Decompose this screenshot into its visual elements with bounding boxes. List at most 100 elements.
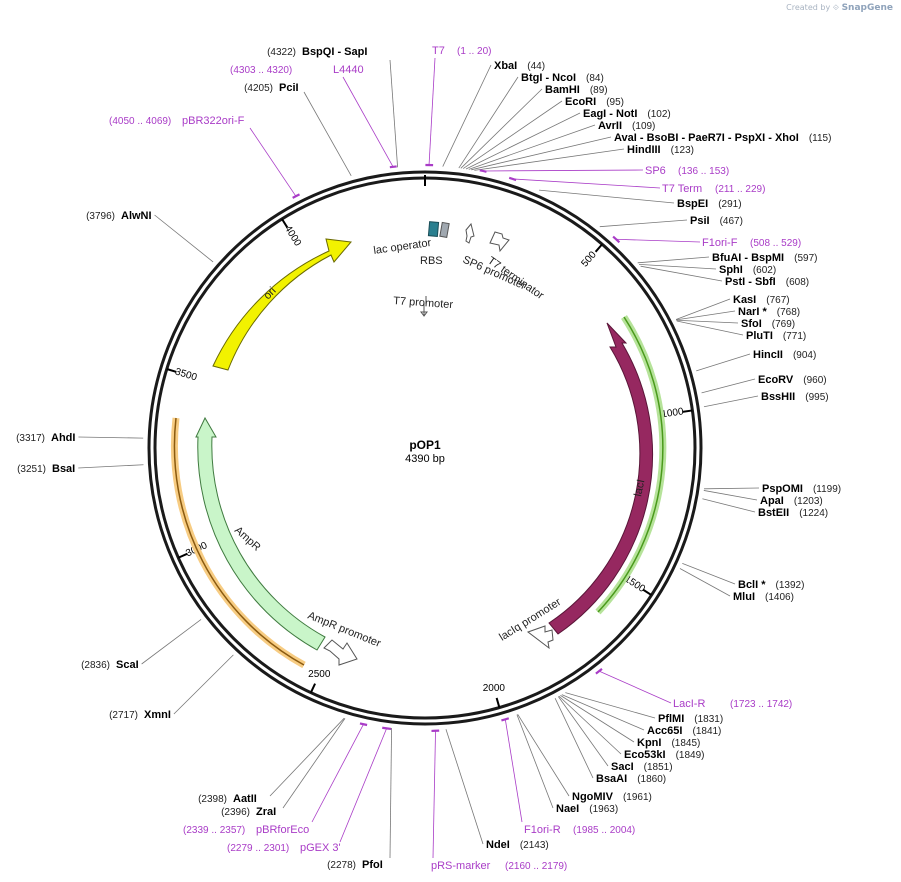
- site-position: (95): [606, 97, 624, 108]
- site-position: (771): [783, 331, 806, 342]
- site-label-ecori[interactable]: EcoRI: [565, 96, 596, 108]
- site-label-pflmi[interactable]: PflMI: [658, 713, 684, 725]
- site-label-btgi[interactable]: BtgI - NcoI: [521, 72, 576, 84]
- site-label-ndei[interactable]: NdeI: [486, 839, 510, 851]
- primer-bind-mark: [479, 169, 487, 173]
- site-label-pluti[interactable]: PluTI: [746, 330, 773, 342]
- site-label-eco53ki[interactable]: Eco53kI: [624, 749, 666, 761]
- site-label-bcli[interactable]: BclI *: [738, 579, 766, 591]
- site-leader: [682, 563, 736, 585]
- primer-label[interactable]: pRS-marker: [431, 860, 491, 872]
- ampr-arrow: [195, 416, 326, 651]
- site-label-bspqi[interactable]: BspQI - SapI: [302, 46, 367, 58]
- site-leader: [676, 320, 744, 336]
- primer-bind-mark: [612, 235, 621, 244]
- site-leader: [638, 263, 717, 270]
- site-label-pspomi[interactable]: PspOMI: [762, 483, 803, 495]
- primer-label[interactable]: pBRforEco: [256, 824, 309, 836]
- primer-label[interactable]: F1ori-F: [702, 237, 738, 249]
- site-position: (44): [527, 61, 545, 72]
- site-label-bspei[interactable]: BspEI: [677, 198, 708, 210]
- site-label-bfuai[interactable]: BfuAI - BspMI: [712, 252, 784, 264]
- primer-leader: [482, 169, 644, 172]
- site-label-pcii[interactable]: PciI: [279, 82, 299, 94]
- site-label-zrai[interactable]: ZraI: [256, 806, 276, 818]
- site-position: (1224): [799, 508, 828, 519]
- primer-leader: [512, 178, 661, 189]
- site-leader: [471, 136, 612, 171]
- site-position: (1849): [676, 750, 705, 761]
- site-label-bsteii[interactable]: BstEII: [758, 507, 789, 519]
- site-leader: [468, 124, 596, 170]
- site-label-alwni[interactable]: AlwNI: [121, 210, 152, 222]
- site-label-mlui[interactable]: MluI: [733, 591, 755, 603]
- primer-label[interactable]: T7 Term: [662, 183, 702, 195]
- site-leader: [701, 378, 756, 394]
- site-leader: [389, 728, 392, 859]
- site-label-bamhi[interactable]: BamHI: [545, 84, 580, 96]
- lac-operator-label: lac operator: [373, 237, 433, 257]
- site-position: (4205): [244, 83, 273, 94]
- site-leader: [173, 654, 234, 715]
- site-label-naei[interactable]: NaeI: [556, 803, 579, 815]
- site-label-kasi[interactable]: KasI: [733, 294, 756, 306]
- site-label-eagi[interactable]: EagI - NotI: [583, 108, 637, 120]
- site-label-avrii[interactable]: AvrII: [598, 120, 622, 132]
- tick-label: 3500: [174, 366, 199, 383]
- site-label-avai[interactable]: AvaI - BsoBI - PaeR7I - PspXI - XhoI: [614, 132, 799, 144]
- site-label-hindiii[interactable]: HindIII: [627, 144, 661, 156]
- primer-range: (2279 .. 2301): [227, 843, 289, 854]
- site-leader: [702, 498, 756, 513]
- laci-label: lacI: [632, 478, 647, 497]
- site-leader: [445, 729, 484, 845]
- site-position: (1860): [637, 774, 666, 785]
- primer-label[interactable]: LacI-R: [673, 698, 705, 710]
- site-label-xbai[interactable]: XbaI: [494, 60, 517, 72]
- primer-bind-mark: [292, 193, 300, 199]
- primer-label[interactable]: SP6: [645, 165, 666, 177]
- t7-promoter-label: T7 promoter: [393, 295, 454, 311]
- site-label-pfoi[interactable]: PfoI: [362, 859, 383, 871]
- site-label-psii[interactable]: PsiI: [690, 215, 710, 227]
- site-label-kpni[interactable]: KpnI: [637, 737, 661, 749]
- primer-label[interactable]: pGEX 3': [300, 842, 341, 854]
- site-position: (115): [809, 133, 832, 144]
- site-label-bsai[interactable]: BsaI: [52, 463, 75, 475]
- site-label-sfoi[interactable]: SfoI: [741, 318, 762, 330]
- site-label-bsshii[interactable]: BssHII: [761, 391, 795, 403]
- site-leader: [462, 100, 563, 169]
- ampr-promoter-arrow: [323, 639, 358, 666]
- tick-label: 2000: [483, 683, 506, 694]
- site-position: (2278): [327, 860, 356, 871]
- site-leader: [676, 310, 736, 321]
- site-label-saci[interactable]: SacI: [611, 761, 634, 773]
- site-label-scai[interactable]: ScaI: [116, 659, 139, 671]
- site-label-nari[interactable]: NarI *: [738, 306, 767, 318]
- site-leader: [675, 298, 731, 320]
- credit-brand: SnapGene: [841, 3, 893, 13]
- primer-label[interactable]: pBR322ori-F: [182, 115, 245, 127]
- site-label-psti[interactable]: PstI - SbfI: [725, 276, 776, 288]
- site-leader: [78, 464, 144, 469]
- site-label-ecorv[interactable]: EcoRV: [758, 374, 794, 386]
- primer-label[interactable]: L4440: [333, 64, 364, 76]
- site-position: (291): [718, 199, 741, 210]
- site-label-bsaai[interactable]: BsaAI: [596, 773, 627, 785]
- site-label-sphi[interactable]: SphI: [719, 264, 743, 276]
- site-leader: [474, 148, 625, 171]
- site-label-apai[interactable]: ApaI: [760, 495, 784, 507]
- site-position: (1203): [794, 496, 823, 507]
- site-label-aatii[interactable]: AatII: [233, 793, 257, 805]
- site-leader: [389, 59, 398, 168]
- site-label-xmni[interactable]: XmnI: [144, 709, 171, 721]
- primer-label[interactable]: T7: [432, 45, 445, 57]
- site-label-acc65i[interactable]: Acc65I: [647, 725, 682, 737]
- site-label-ahdi[interactable]: AhdI: [51, 432, 75, 444]
- site-leader: [679, 568, 731, 597]
- site-position: (960): [803, 375, 826, 386]
- site-label-hincii[interactable]: HincII: [753, 349, 783, 361]
- laci-arrow: [548, 322, 654, 635]
- primer-label[interactable]: F1ori-R: [524, 824, 561, 836]
- site-label-ngomiv[interactable]: NgoMIV: [572, 791, 614, 803]
- primer-range: (2339 .. 2357): [183, 825, 245, 836]
